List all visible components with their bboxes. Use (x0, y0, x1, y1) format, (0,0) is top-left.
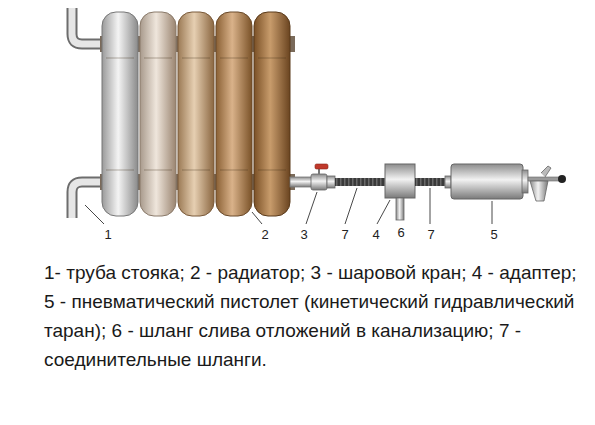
callout-number: 6 (397, 226, 404, 239)
callout-number: 3 (300, 228, 307, 241)
callout-number: 7 (427, 228, 434, 241)
caption-text: 1- труба стояка; 2 - радиатор; 3 - шаров… (44, 258, 589, 374)
callout-number: 1 (104, 228, 111, 241)
callout-number: 4 (372, 228, 379, 241)
callout-number: 7 (341, 228, 348, 241)
callout-number: 2 (261, 228, 268, 241)
callout-number: 5 (490, 228, 497, 241)
